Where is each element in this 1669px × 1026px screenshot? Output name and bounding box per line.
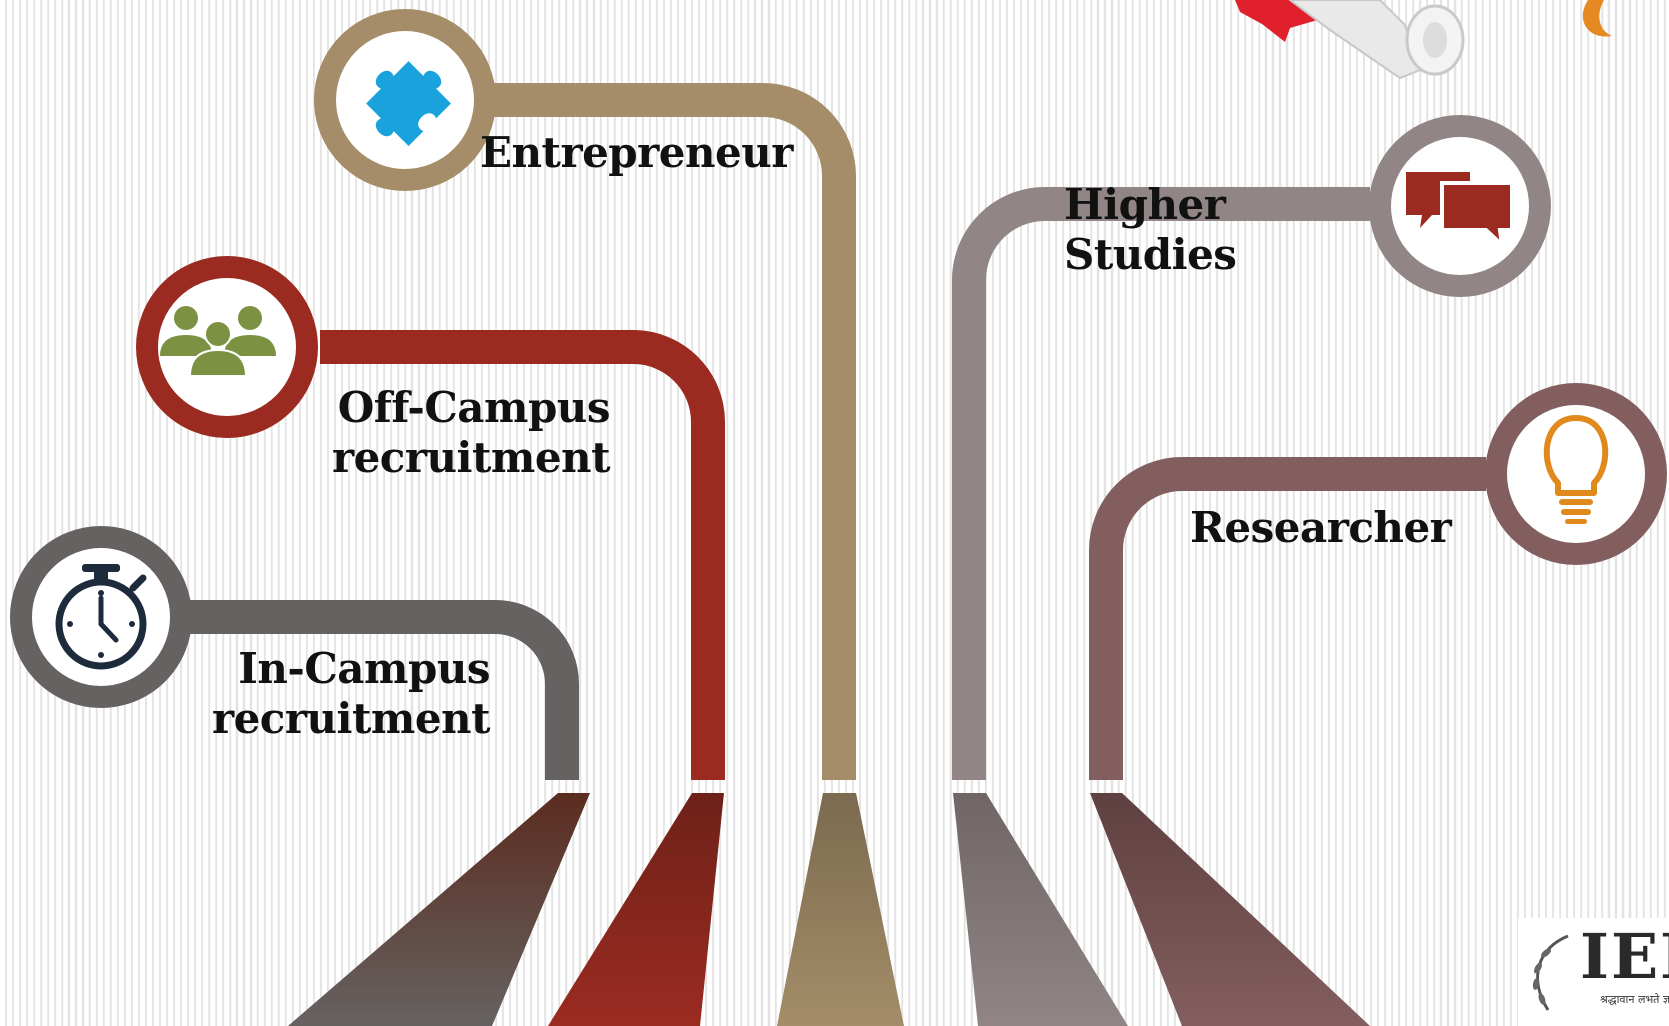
label-higher-studies-line-2: Studies xyxy=(1064,230,1237,279)
road-researcher xyxy=(1090,793,1370,1026)
laurel-wreath-icon xyxy=(1532,934,1569,1011)
label-in-campus: In-Campus recruitment xyxy=(210,644,491,744)
label-off-campus: Off-Campus recruitment xyxy=(322,383,611,483)
label-off-campus-line-2: recruitment xyxy=(331,433,611,482)
label-in-campus-line-2: recruitment xyxy=(211,694,491,743)
stopwatch-icon xyxy=(10,526,192,708)
label-in-campus-line-1: In-Campus xyxy=(238,644,490,693)
label-researcher: Researcher xyxy=(1190,503,1452,553)
connector-off-campus xyxy=(320,330,725,780)
connector-entrepreneur xyxy=(490,83,856,780)
road-off-campus xyxy=(548,793,724,1026)
connector-in-campus xyxy=(190,600,579,780)
label-entrepreneur: Entrepreneur xyxy=(480,128,793,178)
logo-tagline: श्रद्धावान लभते ज्ञानम् xyxy=(1600,993,1669,1006)
people-group-icon xyxy=(136,256,318,438)
diploma-scroll-decoration xyxy=(1235,0,1465,80)
connector-higher-studies xyxy=(952,187,1370,780)
road-in-campus xyxy=(288,793,590,1026)
road-higher-studies xyxy=(953,793,1128,1026)
connector-researcher xyxy=(1089,457,1486,780)
chat-bubbles-icon xyxy=(1369,115,1551,297)
iem-logo: IEM श्रद्धावान लभते ज्ञानम् xyxy=(1518,918,1669,1026)
label-off-campus-line-1: Off-Campus xyxy=(337,383,611,432)
puzzle-piece-icon xyxy=(314,9,496,191)
logo-text: IEM xyxy=(1580,920,1669,993)
lightbulb-icon xyxy=(1485,383,1667,565)
label-higher-studies-line-1: Higher xyxy=(1064,180,1226,229)
road-entrepreneur xyxy=(777,793,904,1026)
label-researcher-line-1: Researcher xyxy=(1190,503,1452,552)
label-higher-studies: Higher Studies xyxy=(1064,180,1237,280)
label-entrepreneur-line-1: Entrepreneur xyxy=(480,128,793,177)
flame-decoration xyxy=(1582,0,1612,37)
